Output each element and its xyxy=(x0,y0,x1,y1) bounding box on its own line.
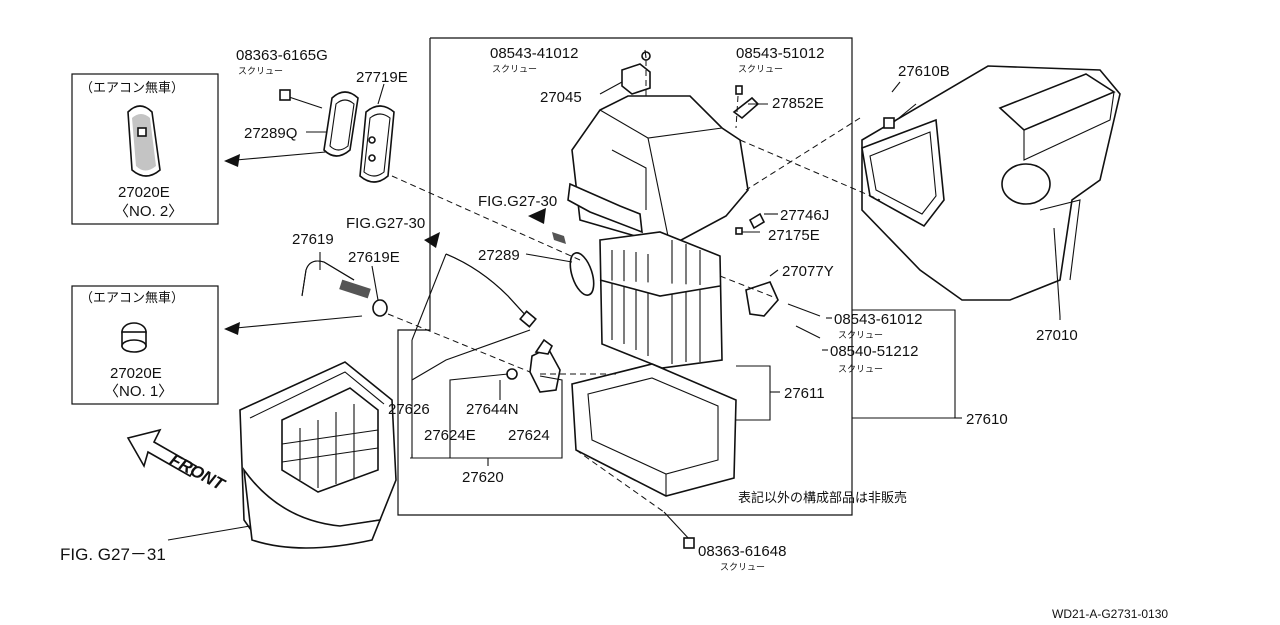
hose-27619-shape xyxy=(301,260,388,317)
fig-ref-left-arrow xyxy=(424,232,440,248)
label-08540-51212: 08540-51212 xyxy=(830,343,918,360)
label-27610: 27610 xyxy=(966,411,1008,428)
label-27619e: 27619E xyxy=(348,249,400,266)
label-27626: 27626 xyxy=(388,401,430,418)
screw-51212-shape xyxy=(795,325,821,339)
sensor-27077y-shape xyxy=(745,281,779,317)
part-labels: 08363-6165G スクリュー 27719E 27289Q 08543-41… xyxy=(60,45,1168,621)
label-08363-6165g: 08363-6165G xyxy=(236,47,328,64)
screw-61012-shape xyxy=(787,303,821,317)
label-27611: 27611 xyxy=(784,385,825,402)
fig-ref-bottom: FIG. G27－31 xyxy=(60,545,166,564)
sub-08543-51012: スクリュー xyxy=(738,64,783,75)
label-27852e: 27852E xyxy=(772,95,824,112)
evaporator-core xyxy=(599,231,723,369)
label-27045: 27045 xyxy=(540,89,582,106)
dashed-leaders xyxy=(387,60,881,513)
label-27746j: 27746J xyxy=(780,207,829,224)
fig-ref-upper: FIG.G27-30 xyxy=(478,193,557,210)
gasket-27289q-shape xyxy=(323,91,359,157)
screw-27610b-shape xyxy=(883,103,917,129)
valve-27624-shape xyxy=(529,338,561,393)
inset-no2-note: 〈NO. 2〉 xyxy=(114,203,183,220)
label-27175e: 27175E xyxy=(768,227,820,244)
seal-27289-shape xyxy=(552,232,595,296)
clip-27746j-shape xyxy=(748,212,766,230)
front-arrow: FRONT xyxy=(126,428,229,495)
label-27619: 27619 xyxy=(292,231,334,248)
cooling-unit-case xyxy=(567,95,749,247)
label-27620: 27620 xyxy=(462,469,504,486)
leader-lines xyxy=(306,49,1061,466)
label-08543-41012: 08543-41012 xyxy=(490,45,578,62)
sub-08543-61012: スクリュー xyxy=(838,330,883,341)
fig-ref-upper-arrow xyxy=(528,208,546,224)
inset-no1-note: 〈NO. 1〉 xyxy=(104,383,173,400)
clip-27852e-shape xyxy=(732,85,760,120)
note-text: 表記以外の構成部品は非販売 xyxy=(738,490,907,506)
inset-no2-title: （エアコン無車） xyxy=(80,81,184,96)
inset-no2-part: 27020E xyxy=(118,184,170,201)
sub-08363-61648: スクリュー xyxy=(720,562,765,573)
screw-61648-shape xyxy=(663,511,695,549)
label-08543-61012: 08543-61012 xyxy=(834,311,922,328)
label-08543-51012: 08543-51012 xyxy=(736,45,824,62)
label-27624: 27624 xyxy=(508,427,550,444)
lower-case-27611 xyxy=(571,363,737,497)
sub-08540-51212: スクリュー xyxy=(838,364,883,375)
label-27289: 27289 xyxy=(478,247,520,264)
sub-08363-6165g: スクリュー xyxy=(238,66,283,77)
sub-08543-41012: スクリュー xyxy=(492,64,537,75)
inset-no2: （エアコン無車） 27020E 〈NO. 2〉 xyxy=(71,73,219,225)
pipe-27626-shape xyxy=(445,253,537,328)
inset-no1-title: （エアコン無車） xyxy=(80,291,184,306)
label-27077y: 27077Y xyxy=(782,263,834,280)
fig-ref-left: FIG.G27-30 xyxy=(346,215,425,232)
label-08363-61648: 08363-61648 xyxy=(698,543,786,560)
diagram-code: WD21-A-G2731-0130 xyxy=(1052,607,1168,621)
label-27610b: 27610B xyxy=(898,63,950,80)
inset-no1: （エアコン無車） 27020E 〈NO. 1〉 xyxy=(71,285,219,405)
label-27010: 27010 xyxy=(1036,327,1078,344)
gasket-27719e-shape xyxy=(359,105,395,183)
bracket-27045-shape xyxy=(621,51,651,95)
blower-unit xyxy=(167,361,397,549)
oring-27644n-shape xyxy=(506,368,518,380)
heater-unit-27010 xyxy=(861,65,1121,317)
label-27719e: 27719E xyxy=(356,69,408,86)
inset-no1-part: 27020E xyxy=(110,365,162,382)
assembly-frame xyxy=(397,37,960,516)
label-27289q: 27289Q xyxy=(244,125,297,142)
label-27624e: 27624E xyxy=(424,427,476,444)
front-label: FRONT xyxy=(167,450,229,495)
label-27644n: 27644N xyxy=(466,401,519,418)
clip-27175e-shape xyxy=(735,227,743,235)
screw-6165g-shape xyxy=(279,89,323,109)
